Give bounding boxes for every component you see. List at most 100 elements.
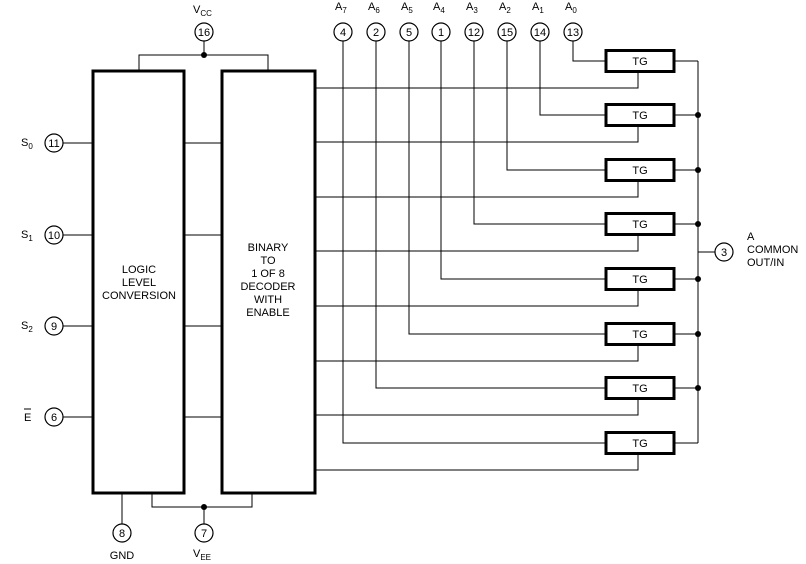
vee-pin-number: 7 <box>201 528 207 540</box>
vcc-label: VCC <box>193 4 212 18</box>
common-label-1: A <box>747 231 755 243</box>
vee-label: VEE <box>193 548 211 562</box>
channel-a3-transmission-gate <box>604 212 676 236</box>
logic-level-conversion-block: LOGIC LEVEL CONVERSION <box>91 69 186 495</box>
channel-a7-signal-wire <box>342 41 606 444</box>
common-pin-circle <box>714 242 734 262</box>
channel-section: TG4A7TG2A6TG5A5TG1A4TG12A3TG15A2TG14A1TG… <box>315 1 701 471</box>
channel-a5-pin-number: 5 <box>406 27 412 39</box>
channel-a5-control-wire <box>315 344 639 362</box>
channel-a1-transmission-gate <box>604 103 676 127</box>
s1-pin-number: 10 <box>48 230 60 242</box>
channel-a4-signal-wire <box>440 41 606 280</box>
channel-a1-pin-circle <box>530 22 550 42</box>
channel-a7-pin-circle <box>333 22 353 42</box>
channel-a7-pin-number: 4 <box>340 27 346 39</box>
gnd-label: GND <box>110 550 135 562</box>
channel-a1-control-wire <box>315 125 639 143</box>
decoder-label-6: ENABLE <box>246 307 289 319</box>
channel-a4: TG 1 A4 <box>315 1 701 307</box>
channel-a6-control-wire <box>315 398 639 416</box>
channel-a7-transmission-gate <box>604 431 676 455</box>
decoder-label-1: BINARY <box>248 242 289 254</box>
common-pin-number: 3 <box>721 247 727 259</box>
interblock-wires <box>184 142 222 418</box>
logic-block-label-3: CONVERSION <box>102 290 176 302</box>
channel-a4-pin-circle <box>431 22 451 42</box>
channel-a6-label: A6 <box>368 1 380 15</box>
channel-a0-tg-label: TG <box>632 56 647 68</box>
channel-a1-signal-wire <box>539 41 606 116</box>
channel-a2-pin-number: 15 <box>501 27 513 39</box>
s2-label: S2 <box>21 320 33 334</box>
channel-a1-label: A1 <box>532 1 544 15</box>
common-bus: 3 A COMMON OUT/IN <box>697 61 798 443</box>
vcc-pin-circle <box>194 22 214 42</box>
s1-label: S1 <box>21 229 33 243</box>
logic-block-label-2: LEVEL <box>122 277 156 289</box>
channel-a4-label: A4 <box>433 1 445 15</box>
enable-pin-number: 6 <box>51 412 57 424</box>
decoder-block: BINARY TO 1 OF 8 DECODER WITH ENABLE <box>220 69 317 495</box>
channel-a2-pin-circle <box>497 22 517 42</box>
gnd-pin-circle <box>112 523 132 543</box>
s2-pin-number: 9 <box>51 321 57 333</box>
channel-a3-signal-wire <box>473 41 606 225</box>
channel-a4-control-wire <box>315 289 639 307</box>
channel-a4-pin-number: 1 <box>438 27 444 39</box>
logic-block-label-1: LOGIC <box>122 264 156 276</box>
channel-a5-pin-circle <box>399 22 419 42</box>
select-input-s2: 9 S2 <box>21 316 93 336</box>
vee-supply: 7 VEE <box>151 493 253 562</box>
select-input-s0: 11 S0 <box>21 133 93 153</box>
channel-a3-label: A3 <box>466 1 478 15</box>
vcc-pin-number: 16 <box>198 27 210 39</box>
channel-a5-tg-label: TG <box>632 329 647 341</box>
decoder-label-4: DECODER <box>240 281 295 293</box>
channel-a0-control-wire <box>315 71 639 89</box>
s0-pin-number: 11 <box>48 138 59 150</box>
vcc-supply: 16 VCC <box>138 4 269 71</box>
common-label-3: OUT/IN <box>747 257 784 269</box>
decoder-label-5: WITH <box>254 294 282 306</box>
channel-a7-control-wire <box>315 453 639 471</box>
channel-a0-pin-circle <box>563 22 583 42</box>
channel-a1-tg-label: TG <box>632 110 647 122</box>
channel-a3-tg-label: TG <box>632 219 647 231</box>
select-input-s1: 10 S1 <box>21 225 93 245</box>
common-label-2: COMMON <box>747 244 798 256</box>
channel-a6-pin-circle <box>366 22 386 42</box>
enable-input: 6 E <box>24 407 93 427</box>
channel-a7-label: A7 <box>335 1 347 15</box>
channel-a3-pin-circle <box>464 22 484 42</box>
channel-a0-label: A0 <box>565 1 577 15</box>
channel-a2-transmission-gate <box>604 158 676 182</box>
s0-label: S0 <box>21 137 33 151</box>
channel-a4-tg-label: TG <box>632 274 647 286</box>
channel-a5-transmission-gate <box>604 322 676 346</box>
gnd-supply: 8 GND <box>110 493 135 562</box>
decoder-label-3: 1 OF 8 <box>251 268 285 280</box>
decoder-label-2: TO <box>260 255 276 267</box>
channel-a6-pin-number: 2 <box>373 27 379 39</box>
vee-pin-circle <box>194 523 214 543</box>
channel-a7: TG 4 A7 <box>315 1 698 471</box>
channel-a6-signal-wire <box>375 41 606 389</box>
channel-a6-transmission-gate <box>604 376 676 400</box>
channel-a7-tg-label: TG <box>632 438 647 450</box>
channel-a0-pin-number: 13 <box>567 27 579 39</box>
channel-a4-transmission-gate <box>604 267 676 291</box>
channel-a2-signal-wire <box>506 41 606 171</box>
channel-a1: TG 1 4 A1 <box>315 1 701 143</box>
channel-a3-control-wire <box>315 234 639 252</box>
channel-a2-tg-label: TG <box>632 165 647 177</box>
channel-a6-tg-label: TG <box>632 383 647 395</box>
channel-a3-pin-number: 12 <box>468 27 480 39</box>
channel-a2-control-wire <box>315 180 639 198</box>
gnd-pin-number: 8 <box>119 528 125 540</box>
enable-label: E <box>24 412 31 424</box>
